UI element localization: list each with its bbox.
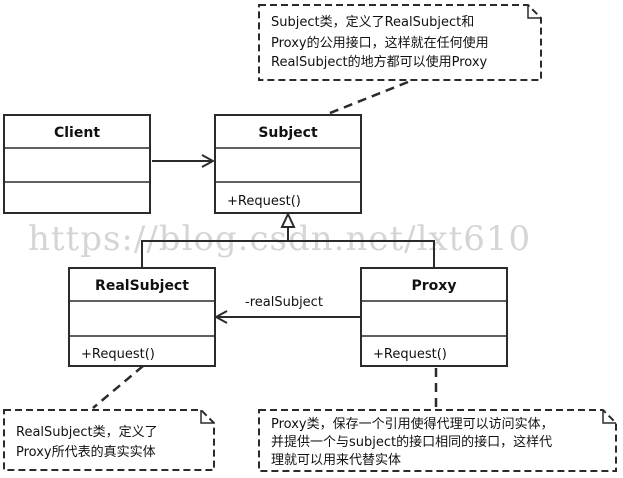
note-realsubject-line-1: RealSubject类，定义了 xyxy=(16,425,158,440)
class-subject-operation: +Request() xyxy=(227,194,301,209)
note-proxy-line-2: 并提供一个与subject的接口相同的接口，这样代 xyxy=(271,434,552,450)
realsubject-note-connector xyxy=(92,365,144,409)
class-client-name: Client xyxy=(54,125,100,141)
subject-note-connector xyxy=(319,80,409,119)
note-proxy-line-3: 理就可以用来代替实体 xyxy=(271,453,401,468)
class-realsubject-operation: +Request() xyxy=(81,347,155,362)
note-subject: Subject类，定义了RealSubject和 Proxy的公用接口，这样就在… xyxy=(258,4,542,81)
class-subject[interactable]: Subject +Request() xyxy=(214,114,362,214)
class-realsubject-name: RealSubject xyxy=(95,278,189,294)
class-client[interactable]: Client xyxy=(3,114,151,214)
watermark-text: https://blog.csdn.net/lxt610 xyxy=(28,219,531,259)
note-proxy-line-1: Proxy类，保存一个引用使得代理可以访问实体， xyxy=(271,416,554,432)
note-realsubject: RealSubject类，定义了 Proxy所代表的真实实体 xyxy=(3,409,215,471)
class-subject-name: Subject xyxy=(258,125,318,141)
note-proxy: Proxy类，保存一个引用使得代理可以访问实体， 并提供一个与subject的接… xyxy=(258,409,617,472)
class-proxy[interactable]: Proxy +Request() xyxy=(360,267,508,367)
generalization-connector xyxy=(141,214,435,267)
association-label: -realSubject xyxy=(245,295,323,310)
class-proxy-name: Proxy xyxy=(412,278,457,294)
note-subject-line-2: Proxy的公用接口，这样就在任何使用 xyxy=(271,35,489,51)
class-realsubject[interactable]: RealSubject +Request() xyxy=(68,267,216,367)
note-subject-line-3: RealSubject的地方都可以使用Proxy xyxy=(271,54,488,70)
note-subject-line-1: Subject类，定义了RealSubject和 xyxy=(271,15,474,30)
class-proxy-operation: +Request() xyxy=(373,347,447,362)
note-realsubject-line-2: Proxy所代表的真实实体 xyxy=(16,444,156,460)
